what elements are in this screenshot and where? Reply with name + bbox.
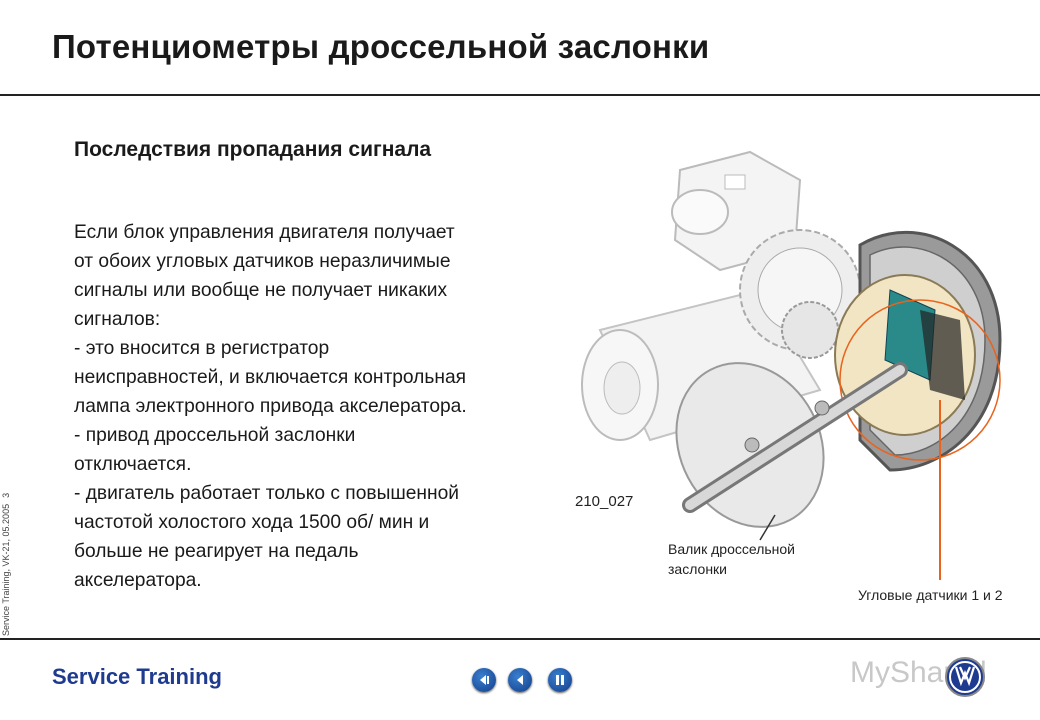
body-line: лампа электронного привода акселератора. xyxy=(74,396,467,417)
body-line: от обоих угловых датчиков неразличимые xyxy=(74,251,451,272)
body-line: частотой холостого хода 1500 об/ мин и xyxy=(74,512,430,533)
first-page-icon xyxy=(480,675,489,685)
sidebar-info: Service Training, VK-21, 05.2005 3 xyxy=(1,493,11,636)
body-text: Если блок управления двигателя получает … xyxy=(74,218,574,595)
header-divider xyxy=(0,94,1040,96)
body-line: сигналов: xyxy=(74,309,161,330)
page-number: 3 xyxy=(1,492,11,498)
body-line: акселератора. xyxy=(74,570,202,591)
footer-brand: Service Training xyxy=(52,664,222,689)
body-line: - двигатель работает только с повышенной xyxy=(74,483,460,504)
slide-title: Потенциометры дроссельной заслонки xyxy=(52,28,710,65)
previous-page-button[interactable] xyxy=(508,668,532,692)
body-line: сигналы или вообще не получает никаких xyxy=(74,280,448,301)
shaft-label-line2: заслонки xyxy=(668,561,727,577)
shaft-label-line1: Валик дроссельной xyxy=(668,541,795,557)
body-line: отключается. xyxy=(74,454,192,475)
figure-id: 210_027 xyxy=(575,493,634,510)
previous-page-icon xyxy=(517,675,523,685)
slide-subtitle: Последствия пропадания сигнала xyxy=(74,138,432,161)
footer-divider xyxy=(0,638,1040,640)
body-line: - привод дроссельной заслонки xyxy=(74,425,356,446)
body-line: Если блок управления двигателя получает xyxy=(74,222,455,243)
body-line: неисправностей, и включается контрольная xyxy=(74,367,467,388)
pause-icon xyxy=(556,675,564,685)
sidebar-course: Service Training, VK-21, 05.2005 xyxy=(1,503,11,636)
first-page-button[interactable] xyxy=(472,668,496,692)
throttle-body-illustration xyxy=(581,150,1002,580)
body-line: - это вносится в регистратор xyxy=(74,338,330,359)
body-line: больше не реагирует на педаль xyxy=(74,541,359,562)
sensors-label: Угловые датчики 1 и 2 xyxy=(858,587,1003,603)
vw-logo-icon xyxy=(945,657,985,697)
pause-button[interactable] xyxy=(548,668,572,692)
